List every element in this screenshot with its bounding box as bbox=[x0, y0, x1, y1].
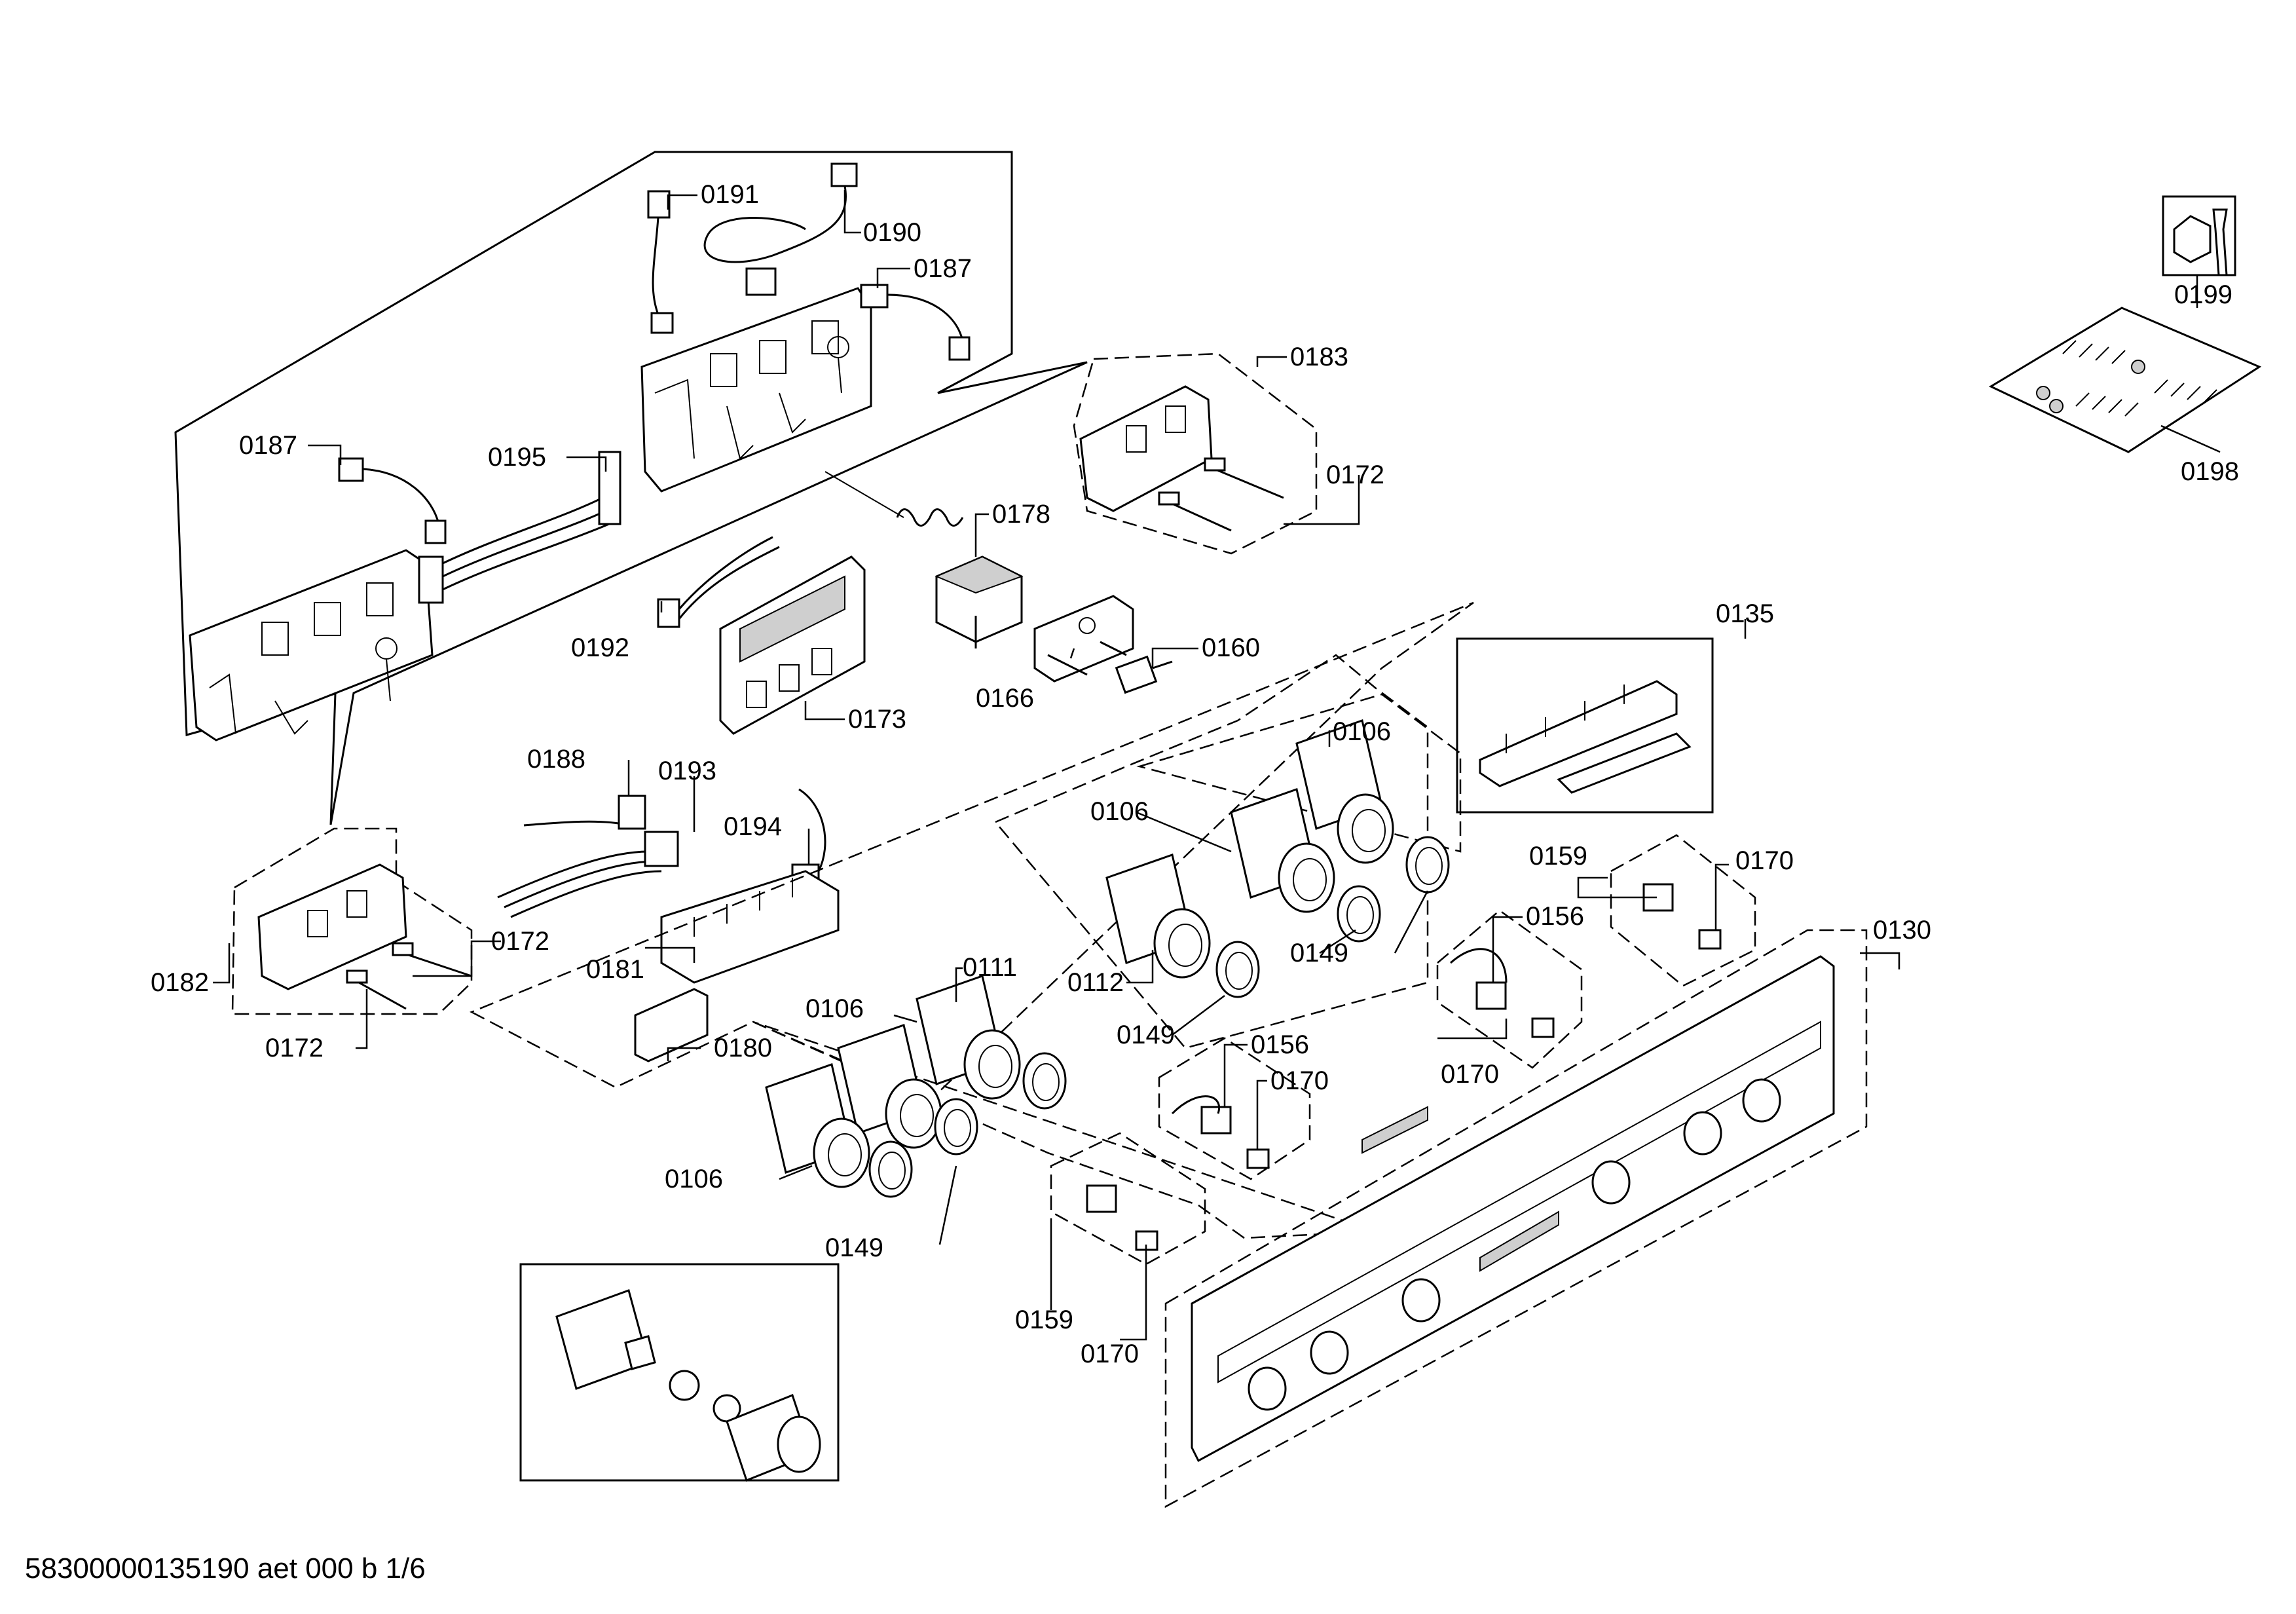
callout-0135: 0135 bbox=[1716, 599, 1774, 628]
callout-0178: 0178 bbox=[992, 500, 1050, 529]
callout-0187-top: 0187 bbox=[914, 254, 972, 283]
control-board-lower bbox=[189, 549, 434, 741]
knob-0106-mid bbox=[1230, 788, 1335, 913]
callout-0192: 0192 bbox=[571, 633, 629, 662]
front-panel-0130 bbox=[1164, 929, 1868, 1509]
callout-0181: 0181 bbox=[586, 955, 644, 984]
group-0159-upper bbox=[1610, 834, 1756, 987]
callout-0130: 0130 bbox=[1873, 916, 1931, 945]
callout-0190: 0190 bbox=[863, 218, 921, 247]
callout-0166: 0166 bbox=[976, 684, 1034, 713]
screw-bag-icon bbox=[1988, 307, 2262, 453]
callout-0170-upper: 0170 bbox=[1735, 846, 1794, 875]
callout-0106-lower: 0106 bbox=[805, 994, 864, 1023]
callout-0159-lower: 0159 bbox=[1015, 1305, 1073, 1334]
knob-0106-bottom bbox=[765, 1063, 870, 1188]
knob-detail-inset bbox=[519, 1263, 840, 1482]
callout-0193: 0193 bbox=[658, 757, 716, 785]
control-board-upper bbox=[640, 287, 872, 493]
callout-0170-center: 0170 bbox=[1270, 1066, 1329, 1095]
knob-group-right bbox=[993, 654, 1462, 1049]
knob-0111 bbox=[916, 975, 1021, 1100]
callout-0106-mid: 0106 bbox=[1090, 797, 1149, 826]
callout-0149-bottom: 0149 bbox=[825, 1233, 883, 1262]
callout-0180: 0180 bbox=[714, 1034, 772, 1062]
selector-switch-0178 bbox=[824, 471, 1024, 648]
callout-0156-right: 0156 bbox=[1526, 902, 1584, 931]
callout-0195: 0195 bbox=[488, 443, 546, 472]
terminal-block-0181 bbox=[660, 870, 840, 984]
electronic-module-0173 bbox=[719, 555, 866, 735]
callout-0106-top: 0106 bbox=[1333, 717, 1391, 746]
group-0182 bbox=[231, 827, 473, 1015]
callout-0172-right: 0172 bbox=[1326, 460, 1384, 489]
group-0156-center bbox=[1158, 1037, 1311, 1180]
control-knobs bbox=[765, 719, 1394, 1188]
clip-0180 bbox=[634, 988, 709, 1062]
callout-0149-mid: 0149 bbox=[1117, 1021, 1175, 1049]
callout-0182: 0182 bbox=[151, 968, 209, 997]
bracket-0166 bbox=[1033, 595, 1134, 683]
inset-0135 bbox=[1456, 637, 1714, 814]
callout-0172-bottom: 0172 bbox=[265, 1034, 324, 1062]
callout-0111: 0111 bbox=[963, 953, 1017, 982]
upper-panel-enlargement bbox=[174, 151, 1088, 825]
callout-0194: 0194 bbox=[724, 812, 782, 841]
callout-0173: 0173 bbox=[848, 705, 906, 734]
knob-0112 bbox=[1105, 854, 1211, 979]
callout-0159-upper: 0159 bbox=[1529, 842, 1587, 871]
callout-0149-right: 0149 bbox=[1290, 939, 1348, 967]
callout-0198: 0198 bbox=[2181, 457, 2239, 486]
callout-0199: 0199 bbox=[2174, 280, 2232, 309]
rings-0149 bbox=[868, 836, 1450, 1198]
knob-0106-lower bbox=[837, 1024, 942, 1149]
wire-harnesses bbox=[338, 162, 971, 604]
callout-labels: 0191 0190 0187 0187 0195 0183 0172 0178 … bbox=[151, 180, 2239, 1368]
callout-0183: 0183 bbox=[1290, 343, 1348, 371]
lamp-0160 bbox=[1115, 655, 1173, 694]
callout-0170-right: 0170 bbox=[1441, 1060, 1499, 1089]
callout-0106-bottom: 0106 bbox=[665, 1165, 723, 1193]
drawing-number: 58300000135190 aet 000 b 1/6 bbox=[25, 1552, 426, 1585]
knob-0106-top bbox=[1295, 719, 1394, 864]
callout-0112: 0112 bbox=[1067, 968, 1124, 997]
callout-0170-bottom: 0170 bbox=[1081, 1340, 1139, 1368]
callout-0156-center: 0156 bbox=[1251, 1030, 1309, 1059]
callout-0191: 0191 bbox=[701, 180, 759, 209]
leader-lines bbox=[213, 190, 2221, 1341]
callout-0160: 0160 bbox=[1202, 633, 1260, 662]
callout-0188: 0188 bbox=[527, 745, 585, 774]
callout-0172-left: 0172 bbox=[491, 927, 549, 956]
wrench-nut-icon bbox=[2162, 195, 2236, 276]
callout-0187-left: 0187 bbox=[239, 431, 297, 460]
group-0183 bbox=[1073, 352, 1318, 555]
group-0156-right bbox=[1436, 909, 1583, 1069]
